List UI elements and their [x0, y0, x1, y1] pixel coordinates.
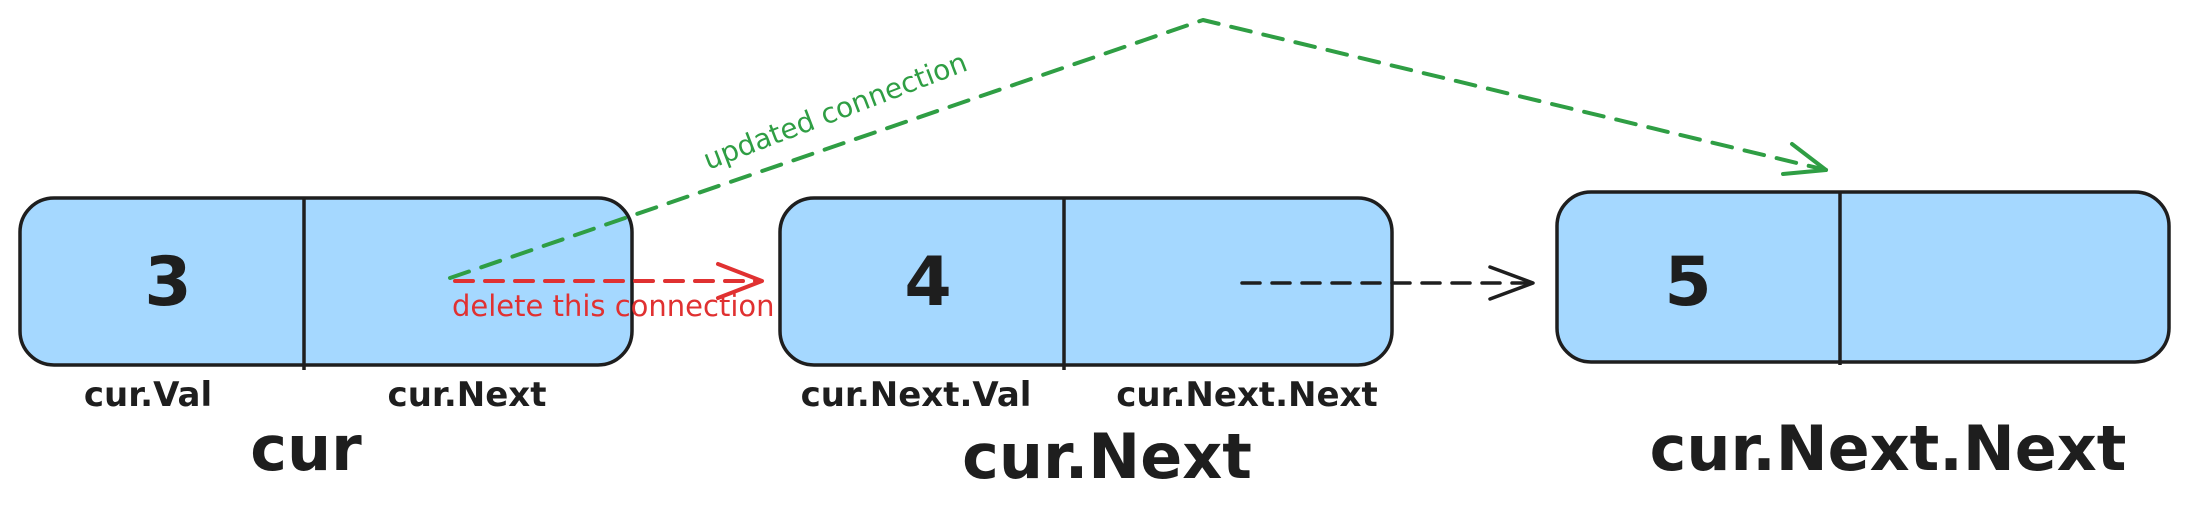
delete-arrow-head	[716, 262, 764, 300]
node-cur-next-val-label: cur.Next.Val	[801, 375, 1032, 415]
node-cur-next: 4 cur.Next.Val cur.Next.Next cur.Next	[778, 196, 1394, 493]
updated-connection-label: updated connection	[699, 46, 972, 177]
node-cur: 3 cur.Val cur.Next cur	[18, 196, 634, 485]
node-cur-next-next-box	[1555, 190, 2171, 364]
node-cur-next-value: 4	[904, 243, 951, 322]
node-cur-next-next-value: 5	[1664, 243, 1711, 322]
node-cur-next-box	[778, 196, 1394, 367]
node-cur-next-name: cur.Next	[962, 420, 1252, 493]
node-cur-box	[18, 196, 634, 367]
delete-connection-label: delete this connection	[452, 289, 775, 323]
next-next-arrow	[1240, 265, 1535, 301]
node-cur-next-next-label: cur.Next.Next	[1116, 375, 1378, 415]
node-cur-name: cur	[250, 412, 362, 485]
updated-arrow-head	[1781, 142, 1828, 176]
next-next-arrow-head	[1488, 265, 1535, 301]
delete-arrow: delete this connection	[452, 262, 775, 323]
node-cur-value: 3	[144, 243, 191, 322]
node-cur-val-label: cur.Val	[84, 375, 212, 415]
node-cur-next-next: 5 cur.Next.Next	[1555, 190, 2171, 485]
node-cur-next-label: cur.Next	[388, 375, 547, 415]
node-cur-next-next-name: cur.Next.Next	[1650, 412, 2127, 485]
